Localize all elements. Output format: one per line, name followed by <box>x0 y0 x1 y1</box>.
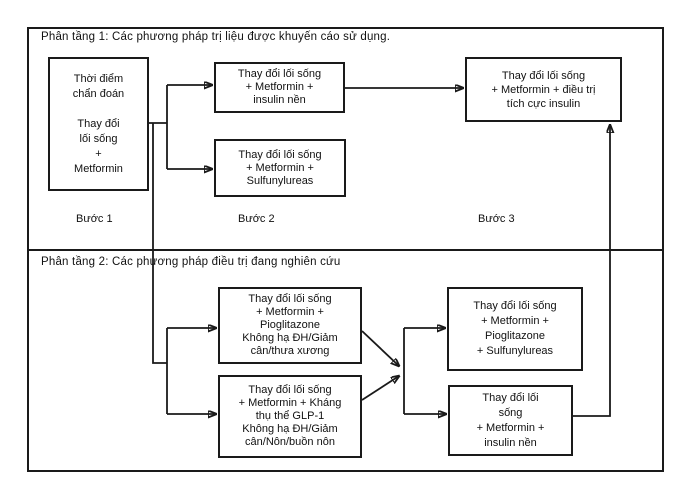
step-label-1: Bước 1 <box>76 213 113 225</box>
step-label-2: Bước 2 <box>238 213 275 225</box>
box-step2-insulin: Thay đổi lối sống + Metformin + insulin … <box>214 62 345 113</box>
tier1-title: Phân tầng 1: Các phương pháp trị liệu đư… <box>41 31 391 43</box>
step-label-3: Bước 3 <box>478 213 515 225</box>
box-tier2-glp1: Thay đổi lối sống + Metformin + Kháng th… <box>218 375 362 458</box>
box-step2-sulfonylureas: Thay đổi lối sống + Metformin + Sulfunyl… <box>214 139 346 197</box>
tier2-title: Phân tầng 2: Các phương pháp điều trị đa… <box>41 256 341 268</box>
box-tier2-insulin-basal: Thay đổi lối sống + Metformin + insulin … <box>448 385 573 456</box>
box-step3-intensive-insulin: Thay đổi lối sống + Metformin + điều trị… <box>465 57 622 122</box>
box-tier2-pioglitazone-sulfonylureas: Thay đổi lối sống + Metformin + Pioglita… <box>447 287 583 371</box>
box-tier2-pioglitazone: Thay đổi lối sống + Metformin + Pioglita… <box>218 287 362 364</box>
tier-separator-line <box>27 249 664 251</box>
box-diagnosis: Thời điểm chẩn đoán Thay đổi lối sống + … <box>48 57 149 191</box>
